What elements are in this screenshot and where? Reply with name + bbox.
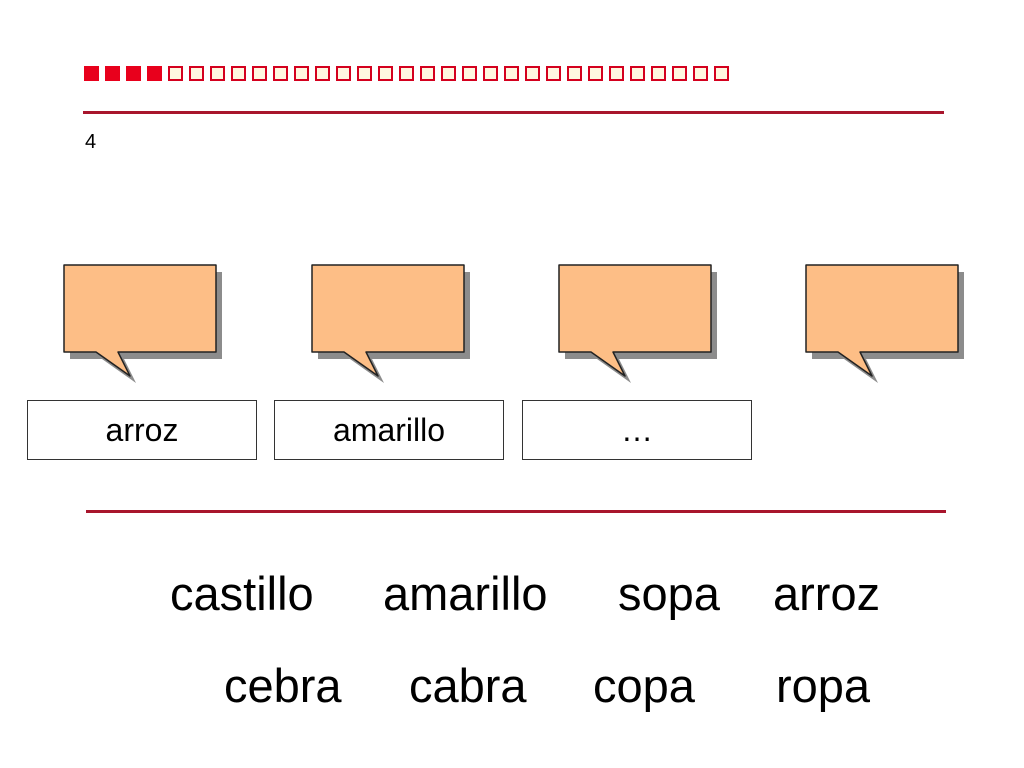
progress-square-empty [210,66,225,81]
speech-bubble-4[interactable] [804,263,974,388]
progress-square-filled [126,66,141,81]
word-bank-item[interactable]: cebra [224,659,342,712]
label-box-1[interactable]: arroz [27,400,257,460]
progress-square-empty [546,66,561,81]
progress-square-empty [588,66,603,81]
progress-square-empty [504,66,519,81]
progress-square-empty [672,66,687,81]
word-bank-item[interactable]: arroz [773,567,881,620]
progress-square-empty [336,66,351,81]
progress-square-empty [189,66,204,81]
progress-square-empty [462,66,477,81]
progress-square-empty [315,66,330,81]
speech-bubble-1[interactable] [62,263,232,388]
progress-square-filled [147,66,162,81]
progress-square-empty [567,66,582,81]
progress-square-filled [105,66,120,81]
progress-square-empty [252,66,267,81]
progress-square-empty [609,66,624,81]
progress-square-empty [651,66,666,81]
progress-square-empty [273,66,288,81]
middle-divider [86,510,946,513]
progress-square-empty [399,66,414,81]
top-divider [83,111,944,114]
speech-bubble-3[interactable] [557,263,727,388]
progress-square-empty [420,66,435,81]
progress-square-empty [357,66,372,81]
progress-square-empty [168,66,183,81]
progress-square-empty [231,66,246,81]
progress-indicator [84,66,729,81]
word-bank-item[interactable]: copa [593,659,695,712]
progress-square-empty [525,66,540,81]
label-box-2[interactable]: amarillo [274,400,504,460]
word-bank-item[interactable]: ropa [776,659,871,712]
progress-square-empty [378,66,393,81]
progress-square-empty [630,66,645,81]
label-box-3[interactable]: … [522,400,752,460]
speech-bubble-2[interactable] [310,263,480,388]
progress-square-empty [483,66,498,81]
word-bank-item[interactable]: amarillo [383,567,548,620]
word-bank-item[interactable]: cabra [409,659,527,712]
page-number: 4 [85,131,97,153]
progress-square-empty [441,66,456,81]
progress-square-empty [693,66,708,81]
word-bank-item[interactable]: sopa [618,567,720,620]
progress-square-empty [714,66,729,81]
progress-square-filled [84,66,99,81]
word-bank-item[interactable]: castillo [170,567,314,620]
progress-square-empty [294,66,309,81]
